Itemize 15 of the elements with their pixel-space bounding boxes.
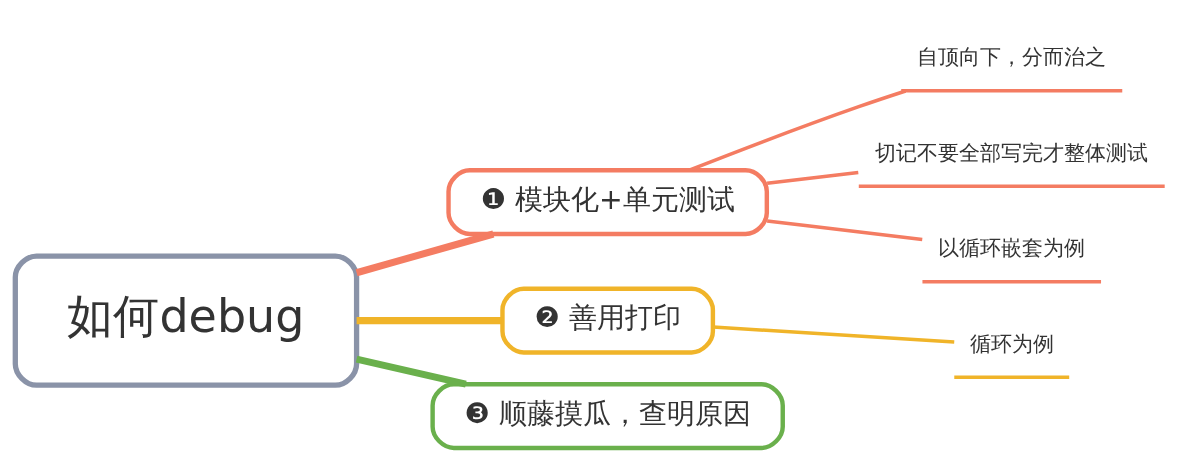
node-text: 以循环嵌套为例 <box>938 235 1086 261</box>
connector <box>713 325 955 344</box>
connector <box>688 89 907 172</box>
connector <box>766 170 859 186</box>
connector <box>766 219 923 242</box>
node-box: ❷ 善用打印 <box>500 286 716 355</box>
connector <box>355 355 467 388</box>
connector <box>356 317 502 325</box>
node-text: 循环为例 <box>969 330 1054 356</box>
connector <box>355 230 495 277</box>
node-box: 如何debug <box>12 253 360 388</box>
node-text: 自顶向下，分而治之 <box>917 44 1107 70</box>
node-box: ❶ 模块化+单元测试 <box>446 168 770 237</box>
node-text: 切记不要全部写完才整体测试 <box>875 139 1149 165</box>
node-box: ❸ 顺藤摸瓜，查明原因 <box>430 382 785 451</box>
